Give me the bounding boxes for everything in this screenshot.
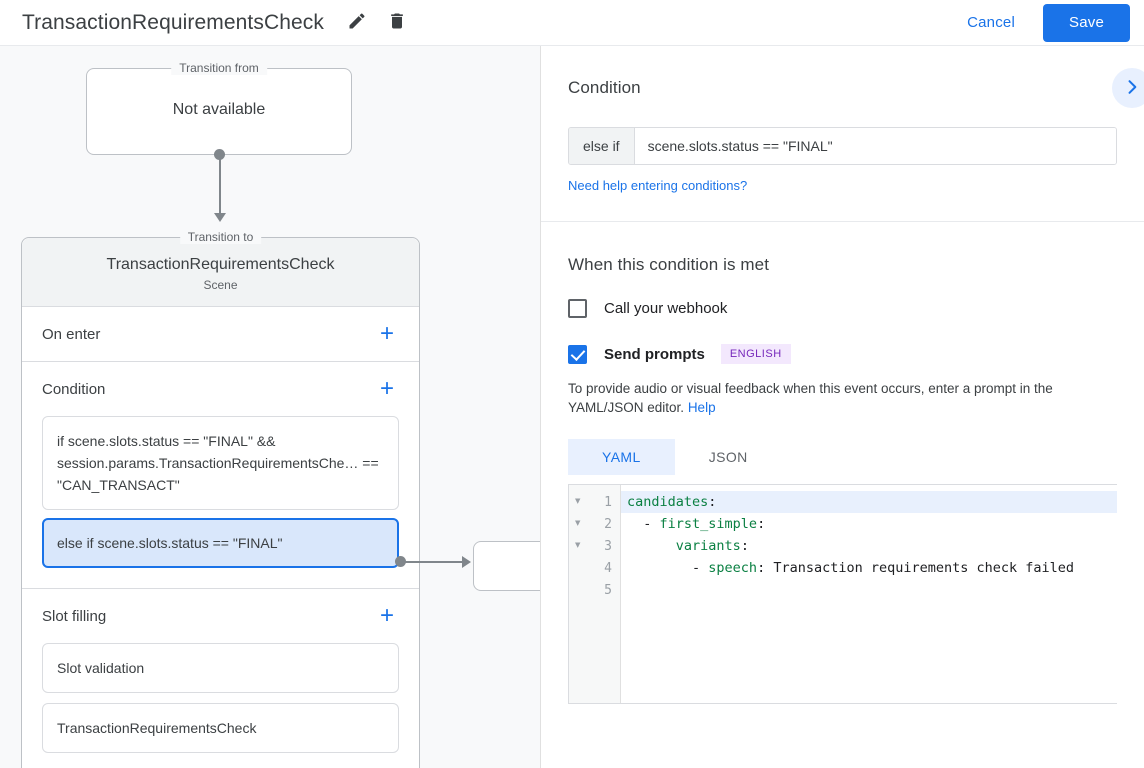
save-button[interactable]: Save <box>1043 3 1130 42</box>
page-title: TransactionRequirementsCheck <box>22 10 324 34</box>
gutter-line: ▼1 <box>569 491 620 513</box>
code-token: : <box>740 538 749 554</box>
code-token: candidates <box>627 494 709 510</box>
transition-graph: Transition from Not available Transition… <box>0 46 541 768</box>
pencil-icon <box>347 11 367 34</box>
condition-list: if scene.slots.status == "FINAL" && sess… <box>42 416 399 588</box>
webhook-checkbox[interactable] <box>568 299 587 318</box>
webhook-label: Call your webhook <box>604 300 728 317</box>
condition-prefix: else if <box>569 128 635 164</box>
condition-item[interactable]: if scene.slots.status == "FINAL" && sess… <box>42 416 399 510</box>
cancel-button[interactable]: Cancel <box>957 6 1025 39</box>
connector-line-horizontal <box>400 561 464 563</box>
gutter-line: ▼2 <box>569 513 620 535</box>
section-header: On enter + <box>42 307 399 361</box>
condition-detail-section: Condition else if scene.slots.status == … <box>541 46 1144 222</box>
section-title-on-enter: On enter <box>42 325 101 343</box>
condition-help-link[interactable]: Need help entering conditions? <box>568 178 748 193</box>
send-prompts-checkbox[interactable] <box>568 344 587 364</box>
code-token: first_simple <box>659 516 758 532</box>
section-on-enter: On enter + <box>22 307 419 362</box>
code-token: variants <box>675 538 741 554</box>
code-token: - <box>627 560 709 576</box>
code-token: - <box>627 516 660 532</box>
code-line[interactable]: variants: <box>621 535 1117 557</box>
code-line[interactable]: candidates: <box>621 491 1117 513</box>
section-condition: Condition + if scene.slots.status == "FI… <box>22 362 419 589</box>
slot-list: Slot validation TransactionRequirementsC… <box>42 643 399 768</box>
gutter-line: ▼3 <box>569 535 620 557</box>
connector-line-vertical <box>219 154 221 216</box>
edit-button[interactable] <box>344 10 370 36</box>
slot-item-validation[interactable]: Slot validation <box>42 643 399 693</box>
app-header: TransactionRequirementsCheck Cancel Save <box>0 0 1144 46</box>
prompts-help-link[interactable]: Help <box>687 400 716 415</box>
chevron-right-icon <box>1122 77 1142 100</box>
target-node-partial[interactable] <box>473 541 541 591</box>
code-token: speech <box>708 560 758 576</box>
transition-to-node[interactable]: Transition to TransactionRequirementsChe… <box>22 230 419 307</box>
condition-detail-title: Condition <box>568 78 641 97</box>
transition-to-legend: Transition to <box>179 230 262 244</box>
scene-type: Scene <box>203 278 238 292</box>
delete-button[interactable] <box>384 10 410 36</box>
code-token <box>627 538 676 554</box>
line-number: 4 <box>604 560 612 576</box>
send-prompts-label: Send prompts <box>604 345 705 363</box>
when-condition-met-section: When this condition is met Call your web… <box>541 222 1144 704</box>
tab-yaml[interactable]: YAML <box>568 439 675 475</box>
code-line[interactable]: - speech: Transaction requirements check… <box>621 557 1117 579</box>
gutter-line: 4 <box>569 557 620 579</box>
code-line[interactable]: - first_simple: <box>621 513 1117 535</box>
add-slot-filling-button[interactable]: + <box>375 604 399 628</box>
fold-arrow-icon[interactable]: ▼ <box>575 518 581 529</box>
scene-card: Transition to TransactionRequirementsChe… <box>21 230 420 768</box>
transition-from-node[interactable]: Transition from Not available <box>86 61 352 155</box>
gutter-line: 5 <box>569 579 620 601</box>
line-number: 5 <box>604 582 612 598</box>
tab-json[interactable]: JSON <box>708 449 748 465</box>
when-met-title: When this condition is met <box>568 255 770 274</box>
section-title-slot-filling: Slot filling <box>42 607 107 625</box>
section-title-condition: Condition <box>42 380 106 398</box>
line-number: 1 <box>604 494 612 510</box>
condition-item-selected[interactable]: else if scene.slots.status == "FINAL" <box>42 518 399 568</box>
transition-from-legend: Transition from <box>171 61 267 75</box>
fold-arrow-icon[interactable]: ▼ <box>575 540 581 551</box>
connector-arrow-down <box>214 213 226 222</box>
section-slot-filling: Slot filling + Slot validation Transacti… <box>22 589 419 768</box>
graph-panel: Transition from Not available Transition… <box>0 46 541 768</box>
transition-from-value: Not available <box>172 100 266 118</box>
trash-icon <box>387 11 407 34</box>
add-condition-button[interactable]: + <box>375 377 399 401</box>
condition-input-row[interactable]: else if scene.slots.status == "FINAL" <box>568 127 1117 165</box>
prompts-description-text: To provide audio or visual feedback when… <box>568 381 1053 415</box>
send-prompts-row[interactable]: Send prompts ENGLISH <box>568 344 1117 364</box>
editor-code-area[interactable]: candidates: - first_simple: variants: - … <box>621 485 1117 703</box>
detail-panel: Condition else if scene.slots.status == … <box>541 46 1144 768</box>
code-token: : <box>757 516 766 532</box>
line-number: 2 <box>604 516 612 532</box>
add-on-enter-button[interactable]: + <box>375 322 399 346</box>
fold-arrow-icon[interactable]: ▼ <box>575 496 581 507</box>
section-header: Condition + <box>42 362 399 416</box>
code-line[interactable] <box>621 579 1117 601</box>
condition-input[interactable]: scene.slots.status == "FINAL" <box>634 128 1116 164</box>
prompts-description: To provide audio or visual feedback when… <box>568 379 1117 417</box>
code-token: : <box>708 494 717 510</box>
scene-name: TransactionRequirementsCheck <box>106 256 335 273</box>
expand-panel-button[interactable] <box>1112 68 1144 108</box>
section-header: Slot filling + <box>42 589 399 643</box>
slot-item-check[interactable]: TransactionRequirementsCheck <box>42 703 399 753</box>
code-token: : Transaction requirements check failed <box>757 560 1075 576</box>
webhook-row[interactable]: Call your webhook <box>568 299 1117 318</box>
panel-divider <box>540 46 541 768</box>
editor-tabs: YAML JSON <box>568 439 1117 475</box>
language-badge: ENGLISH <box>720 344 791 364</box>
connector-arrow-right <box>462 556 471 568</box>
line-number: 3 <box>604 538 612 554</box>
